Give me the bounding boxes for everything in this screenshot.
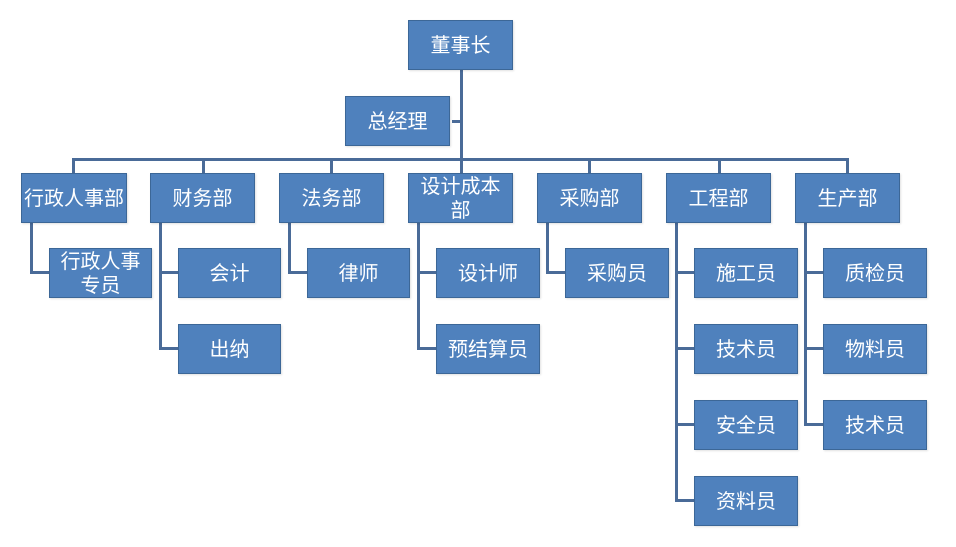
department-design-label: 设计成本部 xyxy=(420,174,501,222)
staff-engineering-1-label: 施工员 xyxy=(716,261,776,285)
connector-legal-staff-horizontal xyxy=(288,271,307,274)
connector-admin-staff-horizontal xyxy=(30,271,49,274)
department-production-node: 生产部 xyxy=(795,173,900,223)
staff-legal-1-label: 律师 xyxy=(338,261,379,285)
connector-purchase-staff-horizontal xyxy=(546,271,565,274)
connector-dept-engineering xyxy=(718,158,721,174)
department-engineering-label: 工程部 xyxy=(688,186,749,210)
staff-engineering-1-node: 施工员 xyxy=(694,248,798,298)
chairman-node: 董事长 xyxy=(408,20,513,70)
connector-production-staff-2 xyxy=(804,347,823,350)
department-purchase-node: 采购部 xyxy=(537,173,642,223)
staff-engineering-2-label: 技术员 xyxy=(716,337,776,361)
department-admin-label: 行政人事部 xyxy=(24,186,124,210)
staff-production-3-label: 技术员 xyxy=(845,413,905,437)
connector-engineering-staff-vertical xyxy=(675,222,678,502)
connector-engineering-staff-3 xyxy=(675,423,694,426)
staff-design-1-node: 设计师 xyxy=(436,248,540,298)
department-legal-node: 法务部 xyxy=(279,173,384,223)
staff-finance-1-node: 会计 xyxy=(178,248,281,298)
connector-design-staff-vertical xyxy=(417,222,420,350)
connector-production-staff-1 xyxy=(804,271,823,274)
department-engineering-node: 工程部 xyxy=(666,173,771,223)
connector-engineering-staff-4 xyxy=(675,499,694,502)
staff-production-1-node: 质检员 xyxy=(823,248,927,298)
department-finance-label: 财务部 xyxy=(172,186,233,210)
connector-dept-design xyxy=(460,158,463,174)
general-manager-node: 总经理 xyxy=(345,96,450,146)
connector-dept-production xyxy=(846,158,849,174)
staff-design-1-label: 设计师 xyxy=(458,261,518,285)
connector-dept-finance xyxy=(202,158,205,174)
staff-engineering-4-label: 资料员 xyxy=(716,489,776,513)
department-production-label: 生产部 xyxy=(817,186,878,210)
department-admin-node: 行政人事部 xyxy=(21,173,127,223)
connector-dept-purchase xyxy=(588,158,591,174)
staff-purchase-1-node: 采购员 xyxy=(565,248,669,298)
staff-finance-2-node: 出纳 xyxy=(178,324,281,374)
staff-admin-1-label: 行政人事专员 xyxy=(60,249,141,297)
connector-design-staff-2 xyxy=(417,347,436,350)
connector-legal-staff-vertical xyxy=(288,222,291,274)
staff-engineering-3-node: 安全员 xyxy=(694,400,798,450)
staff-legal-1-node: 律师 xyxy=(307,248,410,298)
connector-finance-staff-1 xyxy=(159,271,178,274)
connector-admin-staff-vertical xyxy=(30,222,33,274)
department-purchase-label: 采购部 xyxy=(559,186,620,210)
staff-design-2-node: 预结算员 xyxy=(436,324,540,374)
staff-production-2-node: 物料员 xyxy=(823,324,927,374)
connector-design-staff-1 xyxy=(417,271,436,274)
connector-purchase-staff-vertical xyxy=(546,222,549,274)
chairman-label: 董事长 xyxy=(430,33,491,57)
staff-engineering-2-node: 技术员 xyxy=(694,324,798,374)
connector-dept-legal xyxy=(330,158,333,174)
department-legal-label: 法务部 xyxy=(301,186,362,210)
staff-purchase-1-label: 采购员 xyxy=(587,261,647,285)
staff-production-3-node: 技术员 xyxy=(823,400,927,450)
connector-gm-to-trunk xyxy=(452,120,461,123)
staff-design-2-label: 预结算员 xyxy=(448,337,528,361)
department-design-node: 设计成本部 xyxy=(408,173,513,223)
connector-production-staff-vertical xyxy=(804,222,807,426)
department-finance-node: 财务部 xyxy=(150,173,255,223)
staff-engineering-4-node: 资料员 xyxy=(694,476,798,526)
connector-engineering-staff-2 xyxy=(675,347,694,350)
connector-production-staff-3 xyxy=(804,423,823,426)
connector-dept-admin xyxy=(72,158,75,174)
connector-finance-staff-vertical xyxy=(159,222,162,350)
staff-admin-1-node: 行政人事专员 xyxy=(49,248,152,298)
staff-finance-1-label: 会计 xyxy=(209,261,250,285)
staff-engineering-3-label: 安全员 xyxy=(716,413,776,437)
staff-finance-2-label: 出纳 xyxy=(209,337,250,361)
staff-production-1-label: 质检员 xyxy=(845,261,905,285)
connector-engineering-staff-1 xyxy=(675,271,694,274)
general-manager-label: 总经理 xyxy=(367,109,428,133)
connector-chairman-to-branch xyxy=(460,70,463,159)
staff-production-2-label: 物料员 xyxy=(845,337,905,361)
connector-finance-staff-2 xyxy=(159,347,178,350)
